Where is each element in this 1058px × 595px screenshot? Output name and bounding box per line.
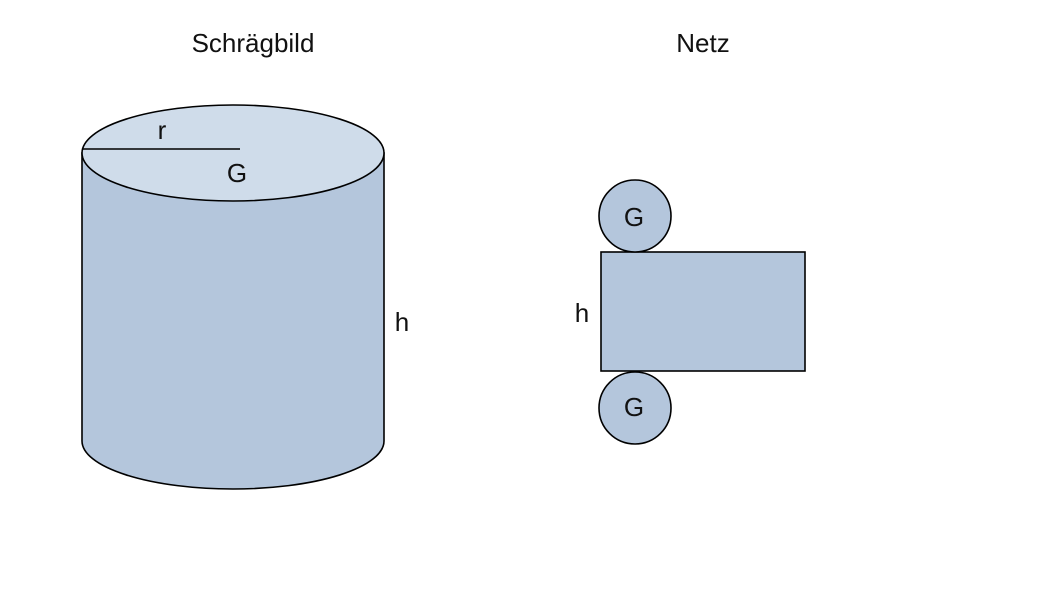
title-schraegbild: Schrägbild [192, 28, 315, 58]
cylinder: r G h [81, 104, 409, 490]
net-height-label: h [575, 298, 589, 328]
cylinder-height-label: h [395, 307, 409, 337]
net-bottom-circle [598, 371, 672, 445]
net-bottom-circle-label: G [624, 392, 644, 422]
net-top-circle-label: G [624, 202, 644, 232]
radius-label: r [158, 115, 167, 145]
base-label: G [227, 158, 247, 188]
cylinder-top-face [81, 104, 385, 202]
cylinder-body [81, 152, 385, 490]
net-top-circle [598, 179, 672, 253]
net-lateral-rectangle [600, 251, 806, 372]
title-netz: Netz [676, 28, 729, 58]
cylinder-net: G G h [575, 179, 806, 445]
